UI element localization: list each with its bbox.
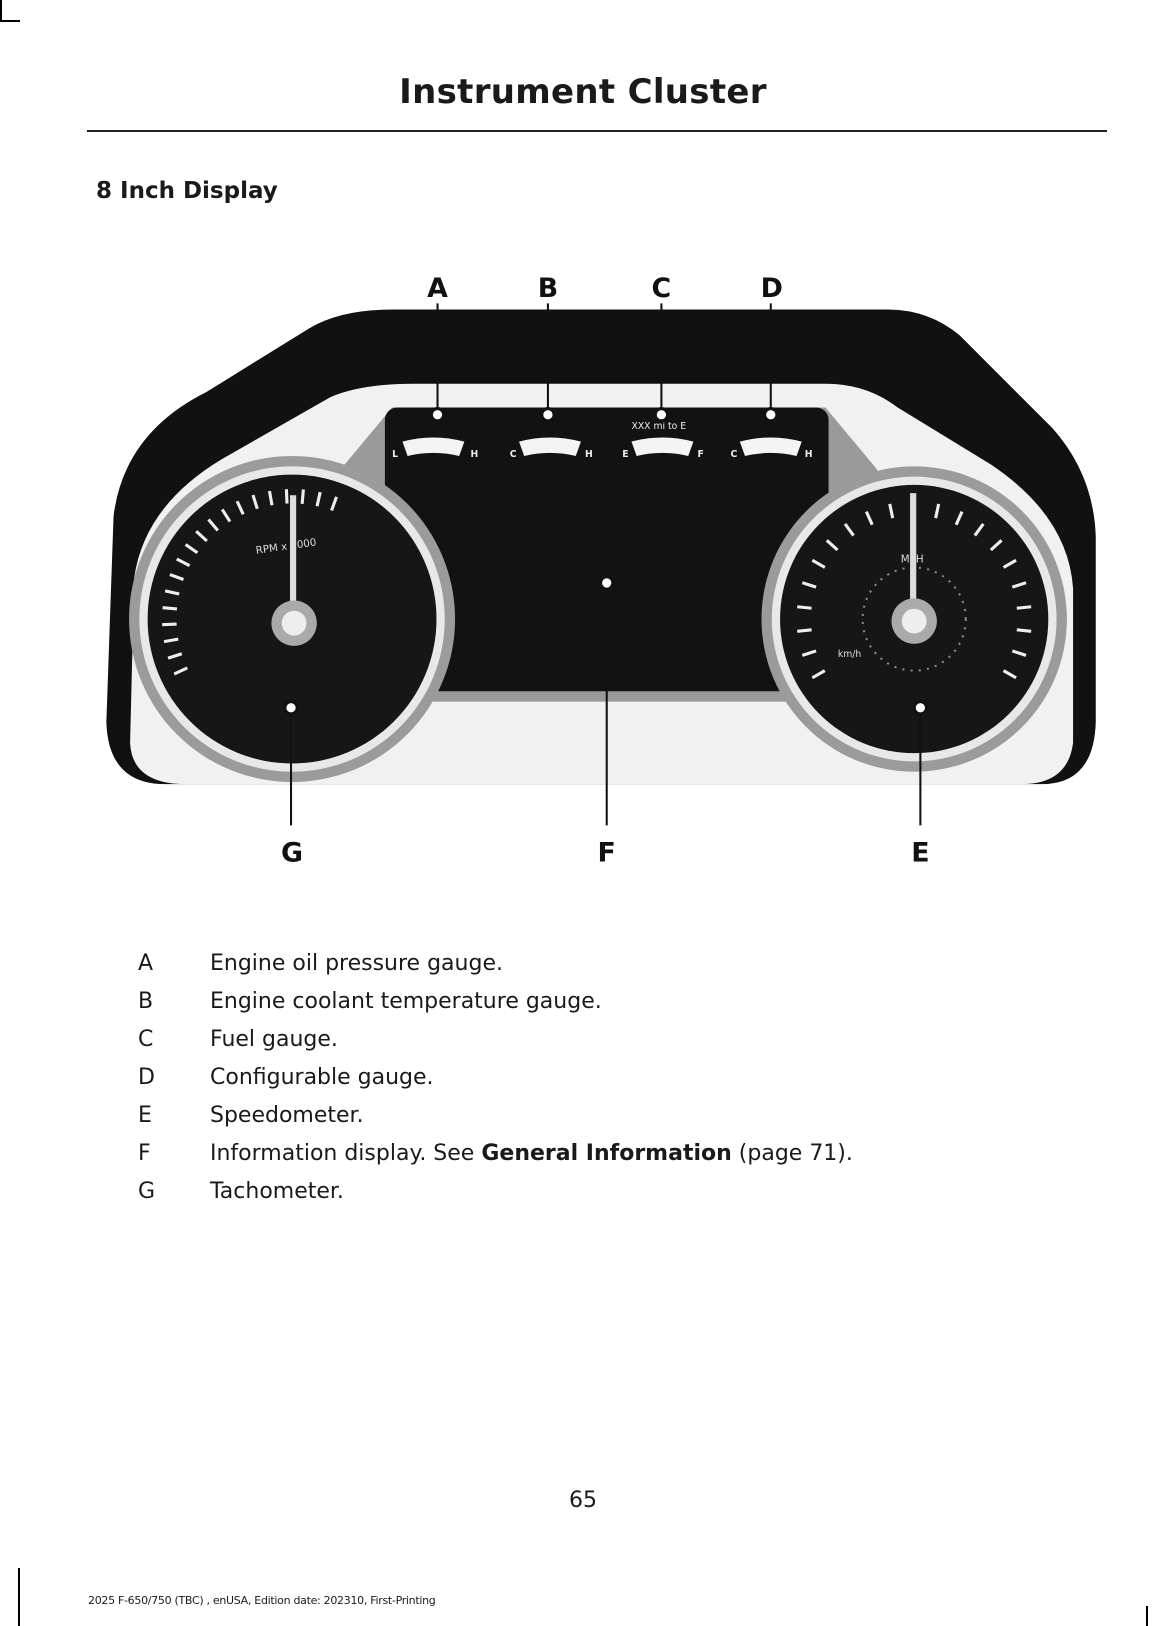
gauge-tick — [173, 666, 188, 676]
gauge-tick — [167, 652, 183, 660]
gauge-tick — [162, 622, 177, 627]
information-display — [384, 407, 829, 692]
gauge-tick — [797, 628, 812, 633]
gauge-tick — [797, 605, 812, 610]
gauge-tick — [888, 503, 895, 519]
page-number: 65 — [569, 1488, 597, 1513]
gauge-tick — [989, 539, 1003, 552]
speedometer: MPH km/h — [761, 466, 1067, 772]
gauge-tick — [934, 503, 941, 519]
gauge-tick — [300, 489, 305, 505]
svg-text:E: E — [622, 449, 628, 460]
gauge-tick — [163, 637, 179, 644]
gauge-tick — [251, 494, 259, 510]
header-divider — [87, 130, 1107, 132]
gauge-tick — [1016, 605, 1032, 610]
svg-text:C: C — [510, 449, 517, 460]
gauge-tick — [954, 510, 964, 526]
svg-text:C: C — [731, 449, 738, 460]
gauge-tick — [164, 589, 180, 596]
crop-mark — [0, 0, 2, 22]
gauge-tick — [284, 489, 289, 504]
gauge-tick — [220, 508, 232, 523]
callout-b: B — [538, 273, 558, 304]
callout-c: C — [652, 273, 672, 304]
gauge-tick — [843, 522, 855, 537]
callout-d: D — [761, 273, 783, 304]
gauge-tick — [811, 669, 826, 680]
gauge-tick — [1016, 628, 1032, 633]
gauge-tick — [315, 491, 322, 507]
svg-text:F: F — [698, 449, 704, 460]
callout-a: A — [427, 273, 448, 304]
gauge-tick — [162, 606, 178, 611]
gauge-tick — [235, 500, 245, 515]
fuel-gauge: XXX mi to E E F — [622, 421, 704, 460]
callout-f: F — [598, 837, 616, 868]
page-title: Instrument Cluster — [399, 72, 767, 112]
general-information-link[interactable]: General Information — [481, 1140, 732, 1166]
crop-mark — [1146, 1606, 1148, 1626]
gauge-tick — [1002, 558, 1017, 569]
gauge-tick — [801, 649, 817, 657]
callout-e: E — [911, 837, 929, 868]
kmh-label: km/h — [838, 649, 862, 660]
gauge-tick — [825, 539, 839, 552]
crop-mark — [18, 1568, 20, 1626]
svg-text:H: H — [805, 449, 813, 460]
gauge-tick — [330, 496, 338, 511]
gauge-tick — [184, 543, 199, 555]
crop-mark — [0, 20, 20, 22]
tachometer: RPM x 1000 — [129, 456, 456, 783]
footer: 2025 F-650/750 (TBC) , enUSA, Edition da… — [88, 1594, 436, 1607]
gauge-tick — [1002, 669, 1017, 680]
section-title: 8 Inch Display — [96, 178, 278, 204]
svg-text:H: H — [471, 449, 479, 460]
gauge-tick — [267, 490, 274, 506]
gauge-tick — [195, 530, 208, 543]
gauge-tick — [176, 557, 191, 568]
gauge-tick — [811, 558, 826, 569]
svg-text:L: L — [392, 449, 398, 460]
mph-label: MPH — [901, 553, 924, 565]
gauge-tick — [1011, 581, 1027, 589]
gauge-tick — [207, 518, 219, 532]
gauge-tick — [169, 573, 184, 581]
gauge-tick — [973, 522, 985, 537]
gauge-tick — [801, 581, 817, 589]
svg-text:XXX mi to E: XXX mi to E — [631, 421, 686, 432]
gauge-tick — [864, 510, 874, 526]
gauge-tick — [1011, 649, 1027, 657]
svg-text:H: H — [585, 449, 593, 460]
callout-g: G — [281, 837, 303, 868]
